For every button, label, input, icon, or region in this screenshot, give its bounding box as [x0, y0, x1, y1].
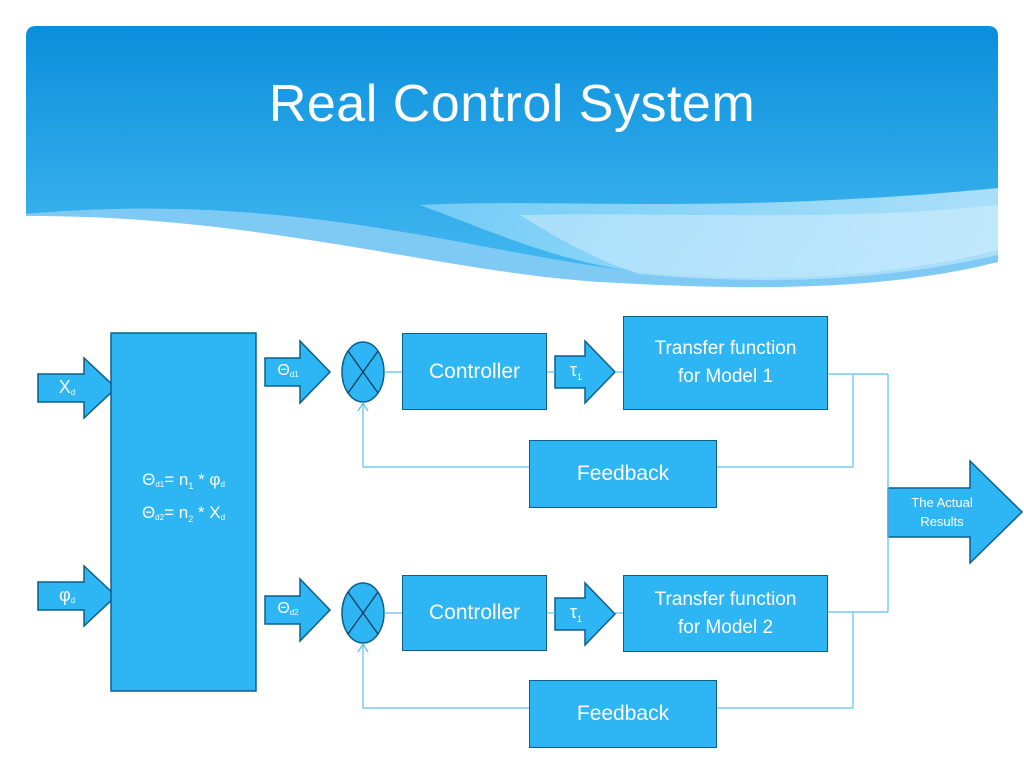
summing-junction-2: [341, 582, 385, 644]
output-label: The Actual Results: [911, 495, 973, 529]
signal-wires: [362, 371, 889, 709]
torque-label-1: τ1: [569, 360, 583, 382]
feedback-block-2: Feedback: [529, 680, 717, 748]
header-band: [26, 26, 998, 288]
controller-block-1: Controller: [402, 333, 547, 410]
output-arrow: [887, 459, 1024, 565]
reference-label-1: Θd1: [277, 362, 299, 379]
controller-block-2: Controller: [402, 575, 547, 651]
summing-junction-1: [341, 341, 385, 403]
mixing-equation-2: Θd2= n2 * Xd: [141, 503, 226, 524]
torque-label-2: τ1: [569, 602, 583, 624]
input-label-x-d: Xd: [58, 377, 76, 397]
reference-arrow-2: [264, 577, 332, 643]
reference-arrow-1: [264, 339, 332, 405]
plant-block-1: Transfer function for Model 1: [623, 316, 828, 410]
input-label-phi-d: φd: [58, 585, 76, 605]
reference-label-2: Θd2: [277, 600, 299, 617]
mixing-block: [110, 332, 257, 692]
torque-arrow-2: [554, 581, 617, 647]
slide-title: Real Control System: [268, 75, 756, 133]
feedback-arrowheads: [357, 401, 369, 653]
mixing-equation-1: Θd1= n1 * φd: [142, 470, 225, 491]
input-arrow-x-d: [37, 356, 118, 420]
plant-block-2: Transfer function for Model 2: [623, 575, 828, 652]
torque-arrow-1: [554, 339, 617, 405]
feedback-block-1: Feedback: [529, 440, 717, 508]
input-arrow-phi-d: [37, 564, 118, 628]
